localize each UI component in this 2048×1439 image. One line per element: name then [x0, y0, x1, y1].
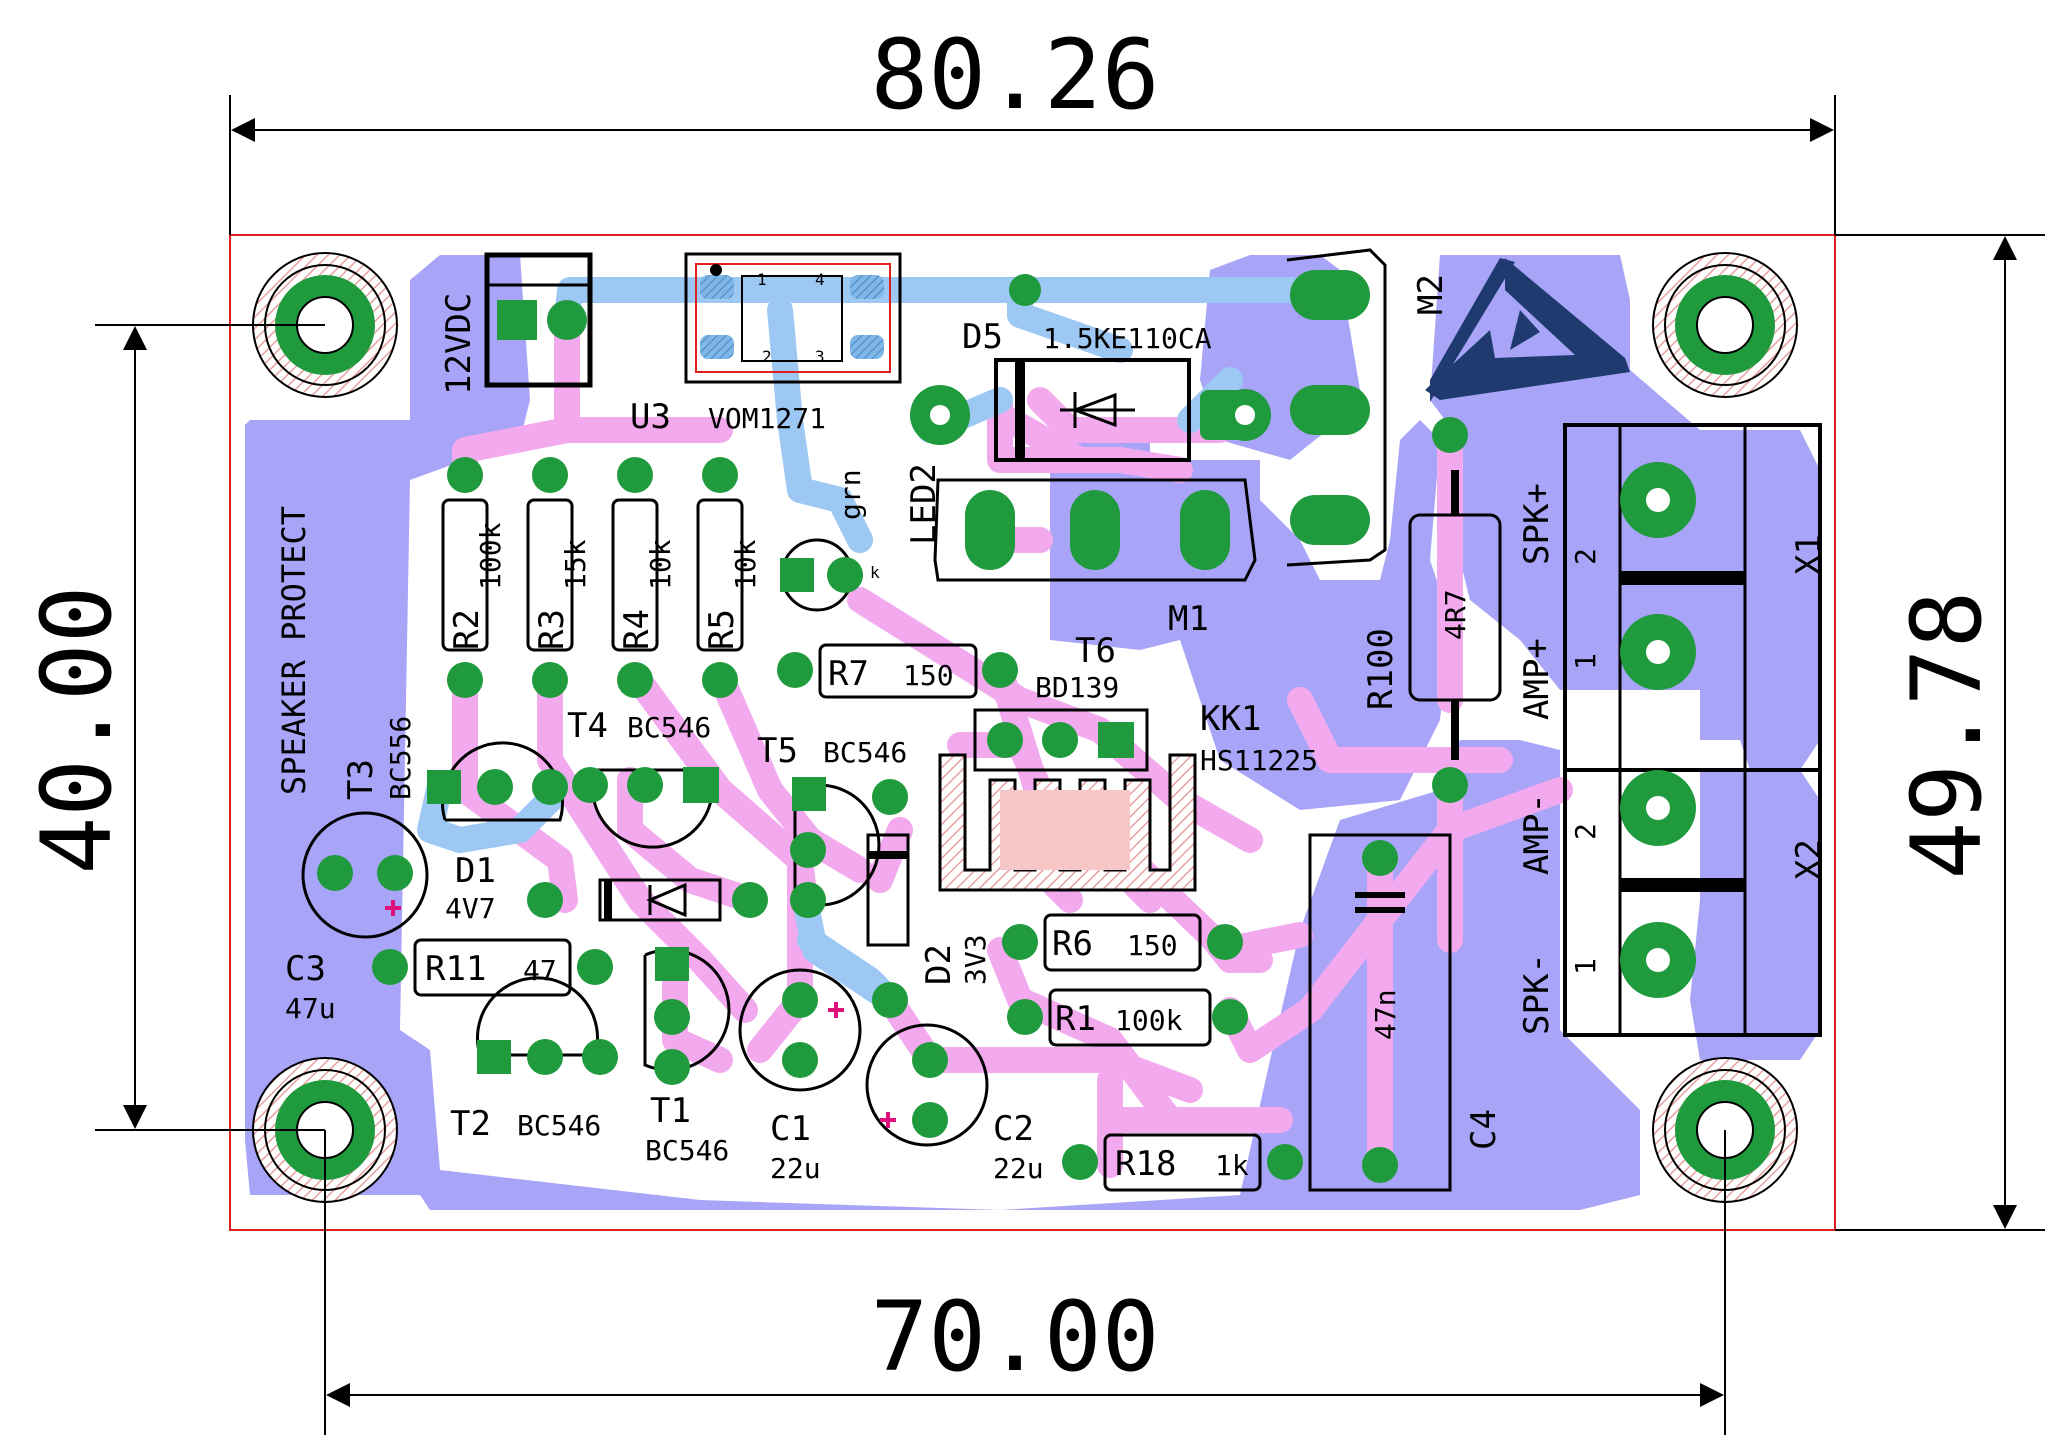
x1-pin2: 2: [1569, 548, 1602, 565]
x2-bottom-label: SPK-: [1517, 953, 1557, 1035]
t5-ref: T5: [757, 731, 798, 771]
dim-height-left: 40.00: [21, 586, 133, 875]
pad-drills: [930, 405, 1670, 972]
c4-ref: C4: [1464, 1109, 1504, 1150]
c2-value: 22u: [993, 1152, 1044, 1185]
t2-value: BC546: [517, 1109, 601, 1142]
c2-ref: C2: [993, 1109, 1034, 1149]
c3-ref: C3: [285, 949, 326, 989]
d2-value: 3V3: [959, 934, 992, 985]
silkscreen-outlines: [301, 248, 1822, 1192]
polarity-marks: [385, 900, 896, 1128]
t2-ref: T2: [450, 1104, 491, 1144]
r6-ref: R6: [1052, 924, 1093, 964]
c1-value: 22u: [770, 1152, 821, 1185]
board-label: SPEAKER PROTECT: [275, 506, 313, 795]
dim-width-top: 80.26: [871, 19, 1160, 131]
r18-value: 1k: [1215, 1149, 1249, 1182]
x1-bottom-label: AMP+: [1517, 638, 1557, 720]
d1-ref: D1: [455, 851, 496, 891]
r3-ref: R3: [532, 609, 572, 650]
t5-value: BC546: [823, 736, 907, 769]
t3-ref: T3: [341, 759, 381, 800]
r1-value: 100k: [1115, 1004, 1183, 1037]
u3-ref: U3: [630, 397, 671, 437]
t4-ref: T4: [567, 706, 608, 746]
c1-ref: C1: [770, 1109, 811, 1149]
d1-value: 4V7: [445, 892, 496, 925]
r5-ref: R5: [702, 609, 742, 650]
kk1-ref: KK1: [1200, 699, 1261, 739]
x2-ref: X2: [1789, 839, 1829, 880]
silk-labels: SPEAKER PROTECT 12VDC U3 VOM1271 1 2 3 4…: [275, 270, 1829, 1185]
r7-value: 150: [903, 659, 954, 692]
t6-value: BD139: [1035, 671, 1119, 704]
t6-ref: T6: [1075, 631, 1116, 671]
kk1-value: HS11225: [1200, 744, 1318, 777]
c4-value: 47n: [1369, 989, 1402, 1040]
u3-value: VOM1271: [708, 402, 826, 435]
t1-value: BC546: [645, 1134, 729, 1167]
u3-pin2: 2: [762, 347, 772, 366]
r100-ref: R100: [1361, 628, 1401, 710]
x1-top-label: SPK+: [1517, 483, 1557, 565]
through-hole-pads: [317, 270, 1696, 1183]
company-logo: [1425, 258, 1630, 402]
m2-ref: M2: [1411, 274, 1451, 315]
r4-value: 10k: [644, 539, 677, 590]
r18-ref: R18: [1115, 1144, 1176, 1184]
dimension-lines: [95, 95, 2045, 1435]
r5-value: 10k: [729, 539, 762, 590]
led2-ref: LED2: [904, 463, 944, 545]
d5-value: 1.5KE110CA: [1043, 322, 1212, 355]
x1-ref: X1: [1789, 534, 1829, 575]
t4-value: BC546: [627, 711, 711, 744]
r6-value: 150: [1127, 929, 1178, 962]
u3-pin4: 4: [815, 270, 825, 289]
dim-height-right: 49.78: [1891, 591, 2003, 880]
led2-value: grn: [834, 469, 867, 520]
x2-top-label: AMP-: [1517, 793, 1557, 875]
r1-ref: R1: [1055, 999, 1096, 1039]
r2-value: 100k: [474, 522, 507, 590]
u3-pads: [700, 264, 884, 362]
x2-pin1: 1: [1569, 958, 1602, 975]
u3-pin1: 1: [757, 270, 767, 289]
x2-pin2: 2: [1569, 823, 1602, 840]
led2-k: k: [870, 563, 880, 582]
t3-value: BC556: [384, 716, 417, 800]
power-label: 12VDC: [439, 293, 479, 395]
t1-ref: T1: [650, 1091, 691, 1131]
r4-ref: R4: [617, 609, 657, 650]
m1-ref: M1: [1168, 599, 1209, 639]
r7-ref: R7: [828, 654, 869, 694]
r3-value: 15k: [559, 539, 592, 590]
c3-value: 47u: [285, 992, 336, 1025]
d5-ref: D5: [962, 317, 1003, 357]
d2-ref: D2: [919, 944, 959, 985]
r11-value: 47: [523, 954, 557, 987]
dim-width-bottom: 70.00: [871, 1281, 1160, 1393]
mounting-hole-tr: [1652, 252, 1798, 398]
u3-pin3: 3: [815, 347, 825, 366]
x1-pin1: 1: [1569, 653, 1602, 670]
r2-ref: R2: [447, 609, 487, 650]
r100-value: 4R7: [1439, 589, 1472, 640]
r11-ref: R11: [425, 949, 486, 989]
